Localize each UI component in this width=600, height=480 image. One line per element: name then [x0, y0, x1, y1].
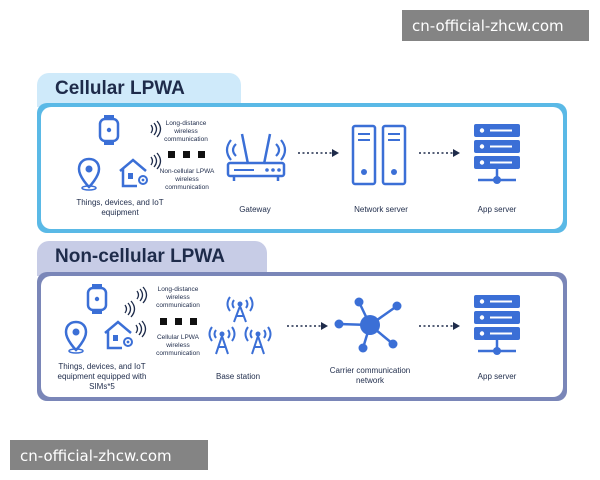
signal-waves-icon [150, 120, 162, 138]
signal-waves-icon [135, 320, 147, 338]
base-station-label: Base station [215, 372, 261, 381]
app-server-icon [474, 124, 520, 184]
separator-dots-icon [168, 151, 205, 158]
location-pin-icon [77, 157, 101, 191]
smart-home-icon [104, 320, 133, 350]
noncellular-cellular-label: Cellular LPWA wireless communication [156, 334, 200, 357]
network-server-label: Network server [354, 205, 408, 214]
signal-waves-icon [124, 300, 136, 318]
network-server-icon [351, 124, 407, 186]
cellular-non-cellular-label: Non-cellular LPWA wireless communication [159, 168, 215, 191]
gateway-label: Gateway [239, 205, 271, 214]
separator-dots-icon [160, 318, 197, 325]
dotted-arrow-icon [419, 322, 460, 330]
dotted-arrow-icon [419, 149, 460, 157]
noncellular-app-server-label: App server [477, 372, 517, 381]
cellular-tab: Cellular LPWA [37, 73, 241, 107]
gateway-router-icon [225, 133, 287, 181]
base-station-icon [208, 296, 272, 355]
noncellular-long-distance-label: Long-distance wireless communication [156, 286, 200, 309]
watch-icon [86, 284, 108, 314]
watermark-top: cn-official-zhcw.com [402, 10, 589, 41]
signal-waves-icon [136, 286, 148, 304]
noncellular-title: Non-cellular LPWA [55, 246, 225, 267]
dotted-arrow-icon [298, 149, 339, 157]
smart-home-icon [119, 158, 148, 188]
noncellular-tab: Non-cellular LPWA [37, 241, 267, 276]
app-server-icon [474, 295, 520, 355]
watermark-bottom: cn-official-zhcw.com [10, 440, 208, 470]
carrier-network-hub-icon [334, 297, 402, 353]
dotted-arrow-icon [287, 322, 328, 330]
cellular-long-distance-label: Long-distance wireless communication [164, 120, 208, 143]
cellular-device-label: Things, devices, and IoT equipment [76, 198, 164, 217]
watch-icon [98, 115, 120, 145]
noncellular-device-label: Things, devices, and IoT equipment equip… [57, 362, 147, 391]
cellular-app-server-label: App server [477, 205, 517, 214]
carrier-network-label: Carrier communication network [329, 366, 411, 385]
location-pin-icon [64, 320, 88, 354]
signal-waves-icon [150, 152, 162, 170]
cellular-title: Cellular LPWA [55, 78, 185, 99]
